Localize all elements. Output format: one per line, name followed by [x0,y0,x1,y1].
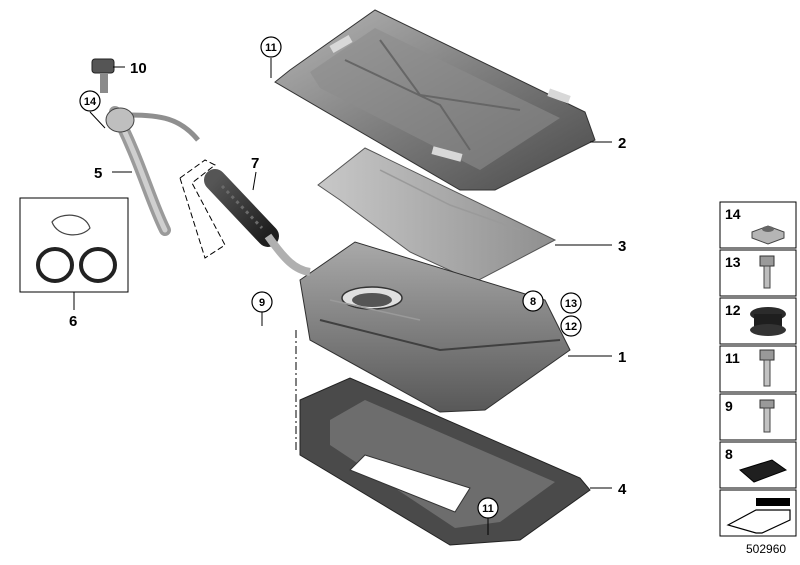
svg-text:11: 11 [265,42,277,54]
small-parts-panel: 14 13 12 11 9 8 [719,201,797,537]
svg-text:13: 13 [565,298,577,310]
hose-phantom-outline [179,159,226,259]
sidebar-label-13: 13 [725,254,741,270]
torx-bolt-icon [759,399,775,433]
callout-8: 8 [522,290,544,312]
svg-text:11: 11 [482,503,494,515]
callout-13: 13 [560,292,582,314]
screw-icon [759,349,775,387]
svg-text:8: 8 [530,296,536,308]
upper-heat-shield [274,9,596,191]
label-4: 4 [618,481,627,498]
sidebar-label-8: 8 [725,446,733,462]
filler-cap [91,58,115,93]
direction-arrow-icon [726,498,791,534]
underbody-shell [299,377,591,546]
sidebar-label-11: 11 [725,350,740,366]
reference-number: 502960 [746,542,786,556]
sidebar-label-12: 12 [725,302,741,318]
callout-12: 12 [560,315,582,337]
sidebar-cell-13 [719,249,797,297]
seal-ring-box [19,197,129,293]
sidebar-cell-11 [719,345,797,393]
svg-text:14: 14 [84,96,97,108]
label-10: 10 [130,60,147,77]
label-3: 3 [618,238,626,255]
label-5: 5 [94,165,102,182]
vent-hose [204,169,311,276]
label-7: 7 [251,155,259,172]
label-6: 6 [69,313,77,330]
flange-nut-icon [751,225,785,245]
label-2: 2 [618,135,626,152]
svg-text:9: 9 [259,297,265,309]
filler-pipe [105,106,200,236]
sidebar-label-14: 14 [725,206,741,222]
callout-9: 9 [251,291,273,313]
callout-11-bottom: 11 [477,497,499,519]
foam-pad-icon [738,459,788,483]
leader-7 [252,171,257,191]
sidebar-cell-9 [719,393,797,441]
svg-text:12: 12 [565,321,577,333]
callout-14: 14 [79,90,101,112]
rubber-grommet-icon [750,307,786,336]
callout-11-top: 11 [260,36,282,58]
fuel-tank [299,241,571,413]
leader-14 [89,111,106,129]
sidebar-label-9: 9 [725,398,733,414]
hex-bolt-icon [759,255,775,289]
label-1: 1 [618,349,626,366]
